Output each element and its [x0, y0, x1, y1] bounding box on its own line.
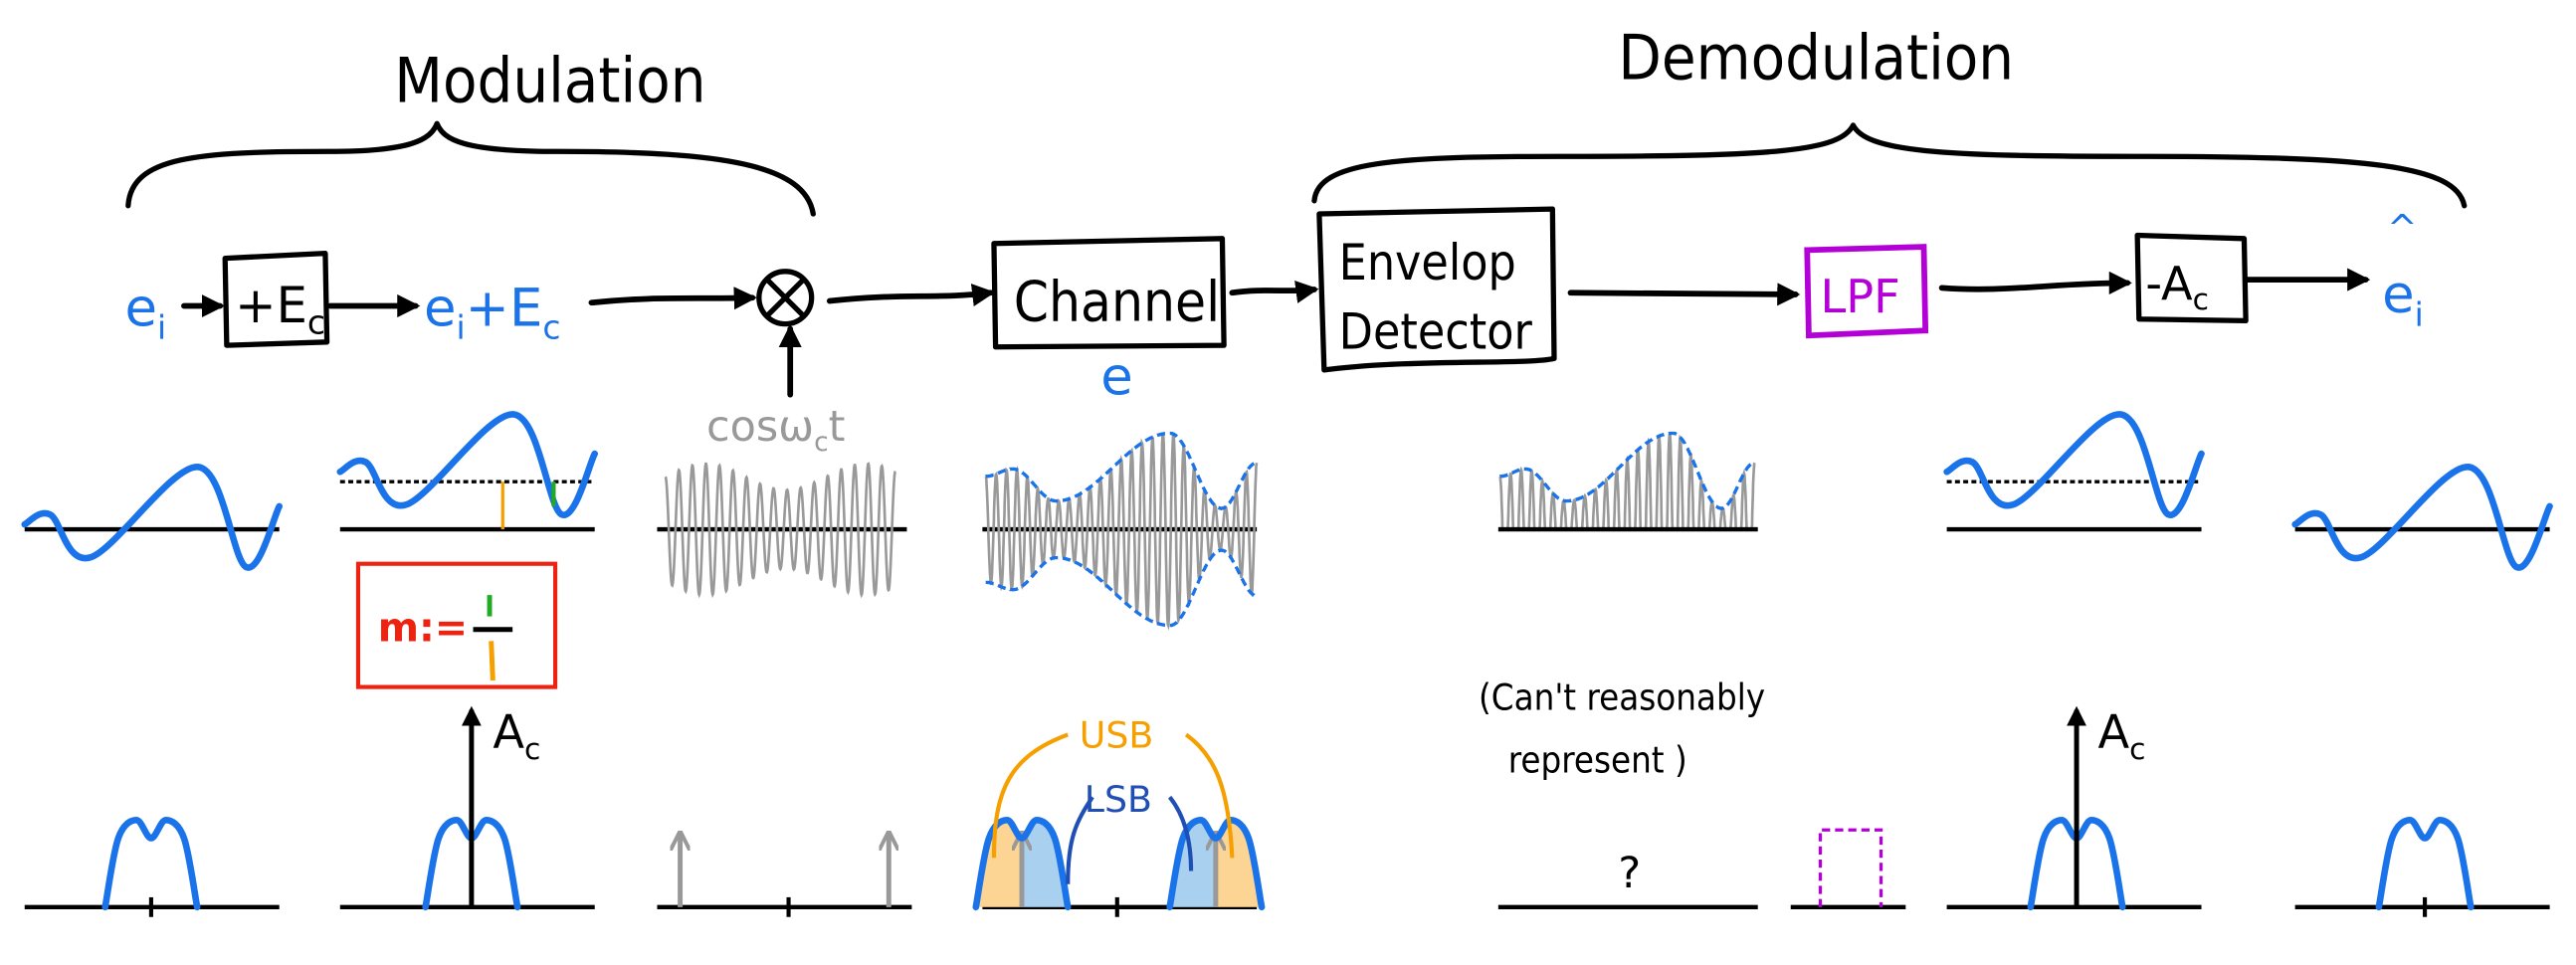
denominator-mark: [489, 641, 495, 681]
carrier-amplitude-label: Ac: [493, 705, 540, 768]
unknown-spectrum-mark: ?: [1618, 849, 1641, 898]
envelope-detector-label-1: Envelop: [1339, 234, 1516, 291]
detected-envelope: [1498, 431, 1755, 511]
adder-label: +Ec: [235, 277, 325, 342]
lsb-fill: [1022, 820, 1069, 907]
modulation-heading: Modulation: [394, 45, 705, 117]
channel-label: Channel: [1014, 270, 1220, 334]
arrow: [1938, 271, 2132, 294]
lpf-frequency-response: [1818, 828, 1883, 907]
usb-fill: [975, 820, 1023, 907]
lsb-brace: [1066, 795, 1194, 884]
carrier-waveform: [664, 462, 896, 599]
lpf-label: LPF: [1820, 270, 1899, 323]
cant-represent-note-1: (Can't reasonably: [1479, 676, 1765, 719]
cant-represent-note-2: represent ): [1508, 738, 1687, 781]
subtract-carrier-block[interactable]: -Ac: [2134, 232, 2249, 324]
arrow: [1229, 280, 1319, 303]
arrow: [826, 284, 996, 306]
channel-output-label: e: [1100, 347, 1133, 408]
modulation-index-box: m:=: [355, 561, 558, 689]
lower-envelope: [985, 548, 1258, 628]
input-signal-label: ei: [124, 278, 166, 346]
arrow: [588, 287, 757, 310]
sideband-spectrum: [1166, 817, 1266, 911]
lsb-fill: [1169, 820, 1216, 907]
demodulation-heading: Demodulation: [1618, 22, 2014, 95]
subtract-label: -Ac: [2145, 257, 2209, 317]
biased-signal-label: ei+Ec: [424, 278, 561, 346]
upper-envelope: [984, 431, 1258, 511]
recovered-message-waveform: [2291, 464, 2553, 571]
lpf-block[interactable]: LPF: [1804, 244, 1929, 339]
recovered-spectrum: [2375, 817, 2475, 911]
adder-block[interactable]: +Ec: [222, 251, 330, 348]
envelope-detector-label-2: Detector: [1339, 302, 1533, 360]
carrier-amplitude-label: Ac: [2098, 705, 2146, 768]
usb-brace: [991, 732, 1235, 859]
lsb-label: LSB: [1085, 778, 1152, 821]
envelope-detector-block[interactable]: Envelop Detector: [1316, 206, 1557, 373]
svg-text:ei: ei: [2382, 265, 2424, 333]
sideband-spectrum: [972, 817, 1072, 911]
modulation-brace: [125, 120, 816, 217]
filtered-envelope-waveform: [1943, 411, 2205, 518]
time-domain-plots: [21, 411, 2553, 631]
modulation-index-label: m:=: [378, 605, 468, 651]
frequency-domain-plots: Ac Ac: [24, 705, 2550, 917]
output-signal-label: ^ ei: [2382, 206, 2424, 333]
usb-label: USB: [1080, 714, 1154, 757]
rectified-waveform: [1498, 433, 1756, 531]
channel-block[interactable]: Channel: [991, 236, 1227, 350]
biased-message-waveform: [336, 411, 599, 518]
message-spectrum: [101, 817, 201, 911]
demodulation-brace: [1311, 122, 2468, 209]
hat-accent: ^: [2387, 206, 2417, 249]
arrow: [1567, 283, 1801, 306]
message-waveform: [21, 464, 283, 571]
carrier-label: cosωct: [706, 402, 845, 458]
mixer[interactable]: [756, 269, 815, 327]
